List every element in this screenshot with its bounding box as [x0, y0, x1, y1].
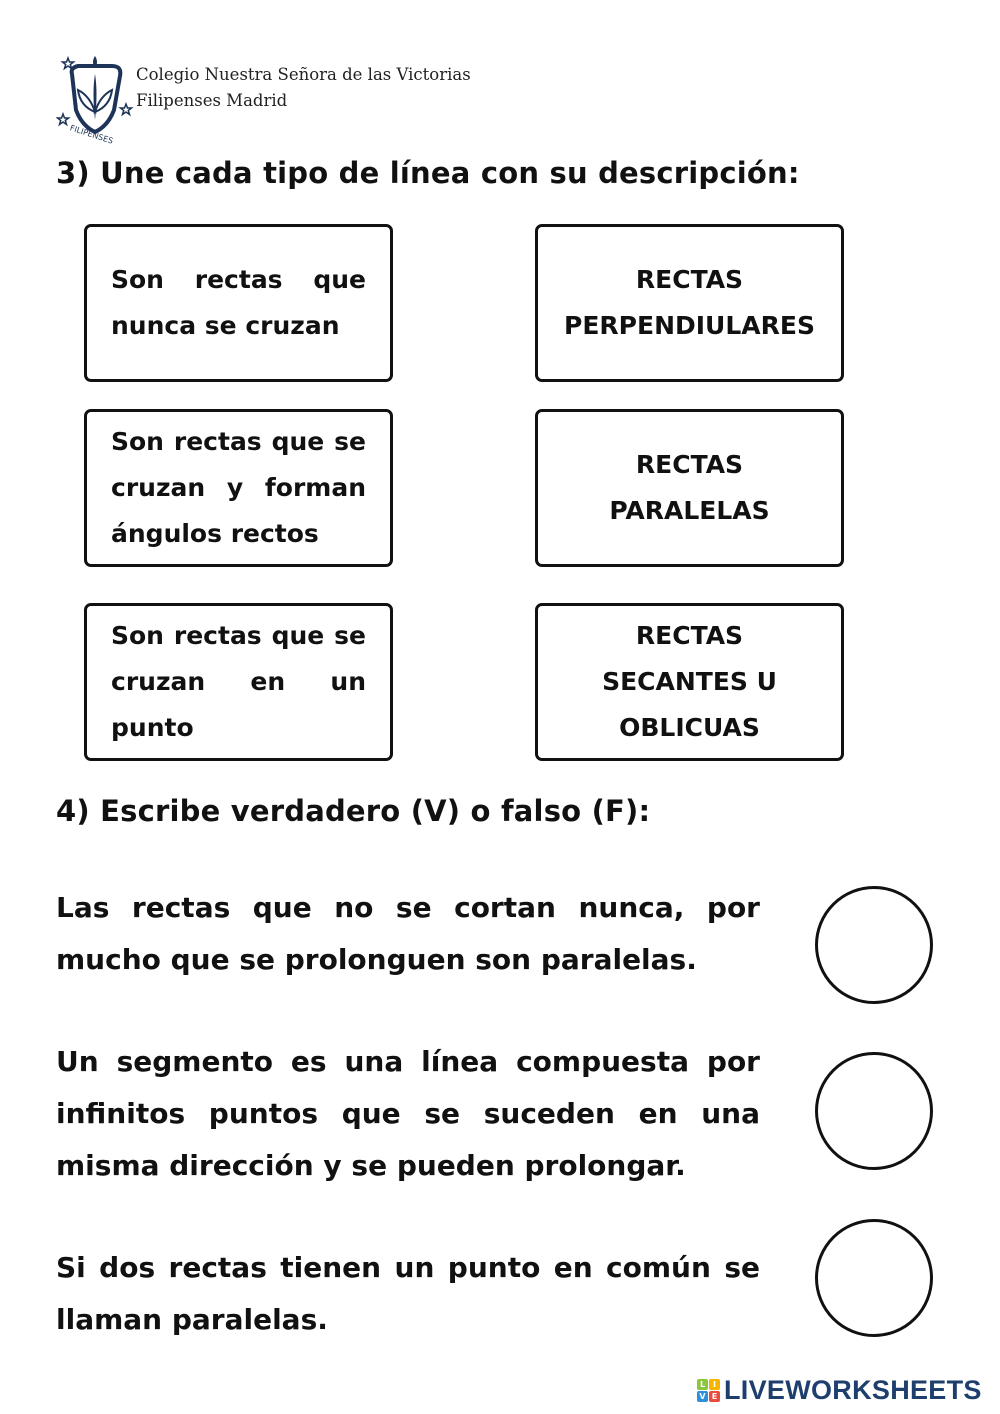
logo-letter-l: L — [697, 1379, 708, 1390]
description-box-2[interactable]: Son rectas que se cruzan y forman ángulo… — [84, 409, 393, 567]
logo-letter-v: V — [697, 1391, 708, 1402]
answer-circle-2[interactable] — [815, 1052, 933, 1170]
description-box-1[interactable]: Son rectas que nunca se cruzan — [84, 224, 393, 382]
answer-circle-3[interactable] — [815, 1219, 933, 1337]
statement-2: Un segmento es una línea compuesta por i… — [56, 1045, 760, 1182]
answer-circle-1[interactable] — [815, 886, 933, 1004]
svg-text:FILIPENSES: FILIPENSES — [69, 123, 114, 144]
term-box-3[interactable]: RECTAS SECANTES U OBLICUAS — [535, 603, 844, 761]
description-box-3[interactable]: Son rectas que se cruzan en un punto — [84, 603, 393, 761]
statement-1: Las rectas que no se cortan nunca, por m… — [56, 891, 760, 976]
school-logo-icon: FILIPENSES — [55, 52, 134, 146]
statement-3: Si dos rectas tienen un punto en común s… — [56, 1251, 760, 1336]
liveworksheets-logo-icon: L I V E — [697, 1379, 720, 1402]
description-text: Son rectas que se cruzan en un punto — [111, 621, 366, 742]
description-text: Son rectas que se cruzan y forman ángulo… — [111, 427, 366, 548]
term-text: RECTAS SECANTES U OBLICUAS — [602, 621, 777, 742]
term-box-1[interactable]: RECTAS PERPENDIULARES — [535, 224, 844, 382]
logo-letter-e: E — [709, 1391, 720, 1402]
term-box-2[interactable]: RECTAS PARALELAS — [535, 409, 844, 567]
school-name: Colegio Nuestra Señora de las Victorias … — [136, 62, 471, 114]
brand-text: LIVEWORKSHEETS — [724, 1375, 982, 1405]
term-text: RECTAS PERPENDIULARES — [564, 265, 815, 340]
term-text: RECTAS PARALELAS — [609, 450, 770, 525]
exercise3-title: 3) Une cada tipo de línea con su descrip… — [56, 156, 800, 190]
liveworksheets-brand: L I V E LIVEWORKSHEETS — [697, 1375, 982, 1406]
exercise4-title: 4) Escribe verdadero (V) o falso (F): — [56, 794, 651, 828]
school-name-line1: Colegio Nuestra Señora de las Victorias — [136, 65, 471, 84]
description-text: Son rectas que nunca se cruzan — [111, 265, 366, 340]
school-name-line2: Filipenses Madrid — [136, 91, 288, 110]
logo-letter-i: I — [709, 1379, 720, 1390]
